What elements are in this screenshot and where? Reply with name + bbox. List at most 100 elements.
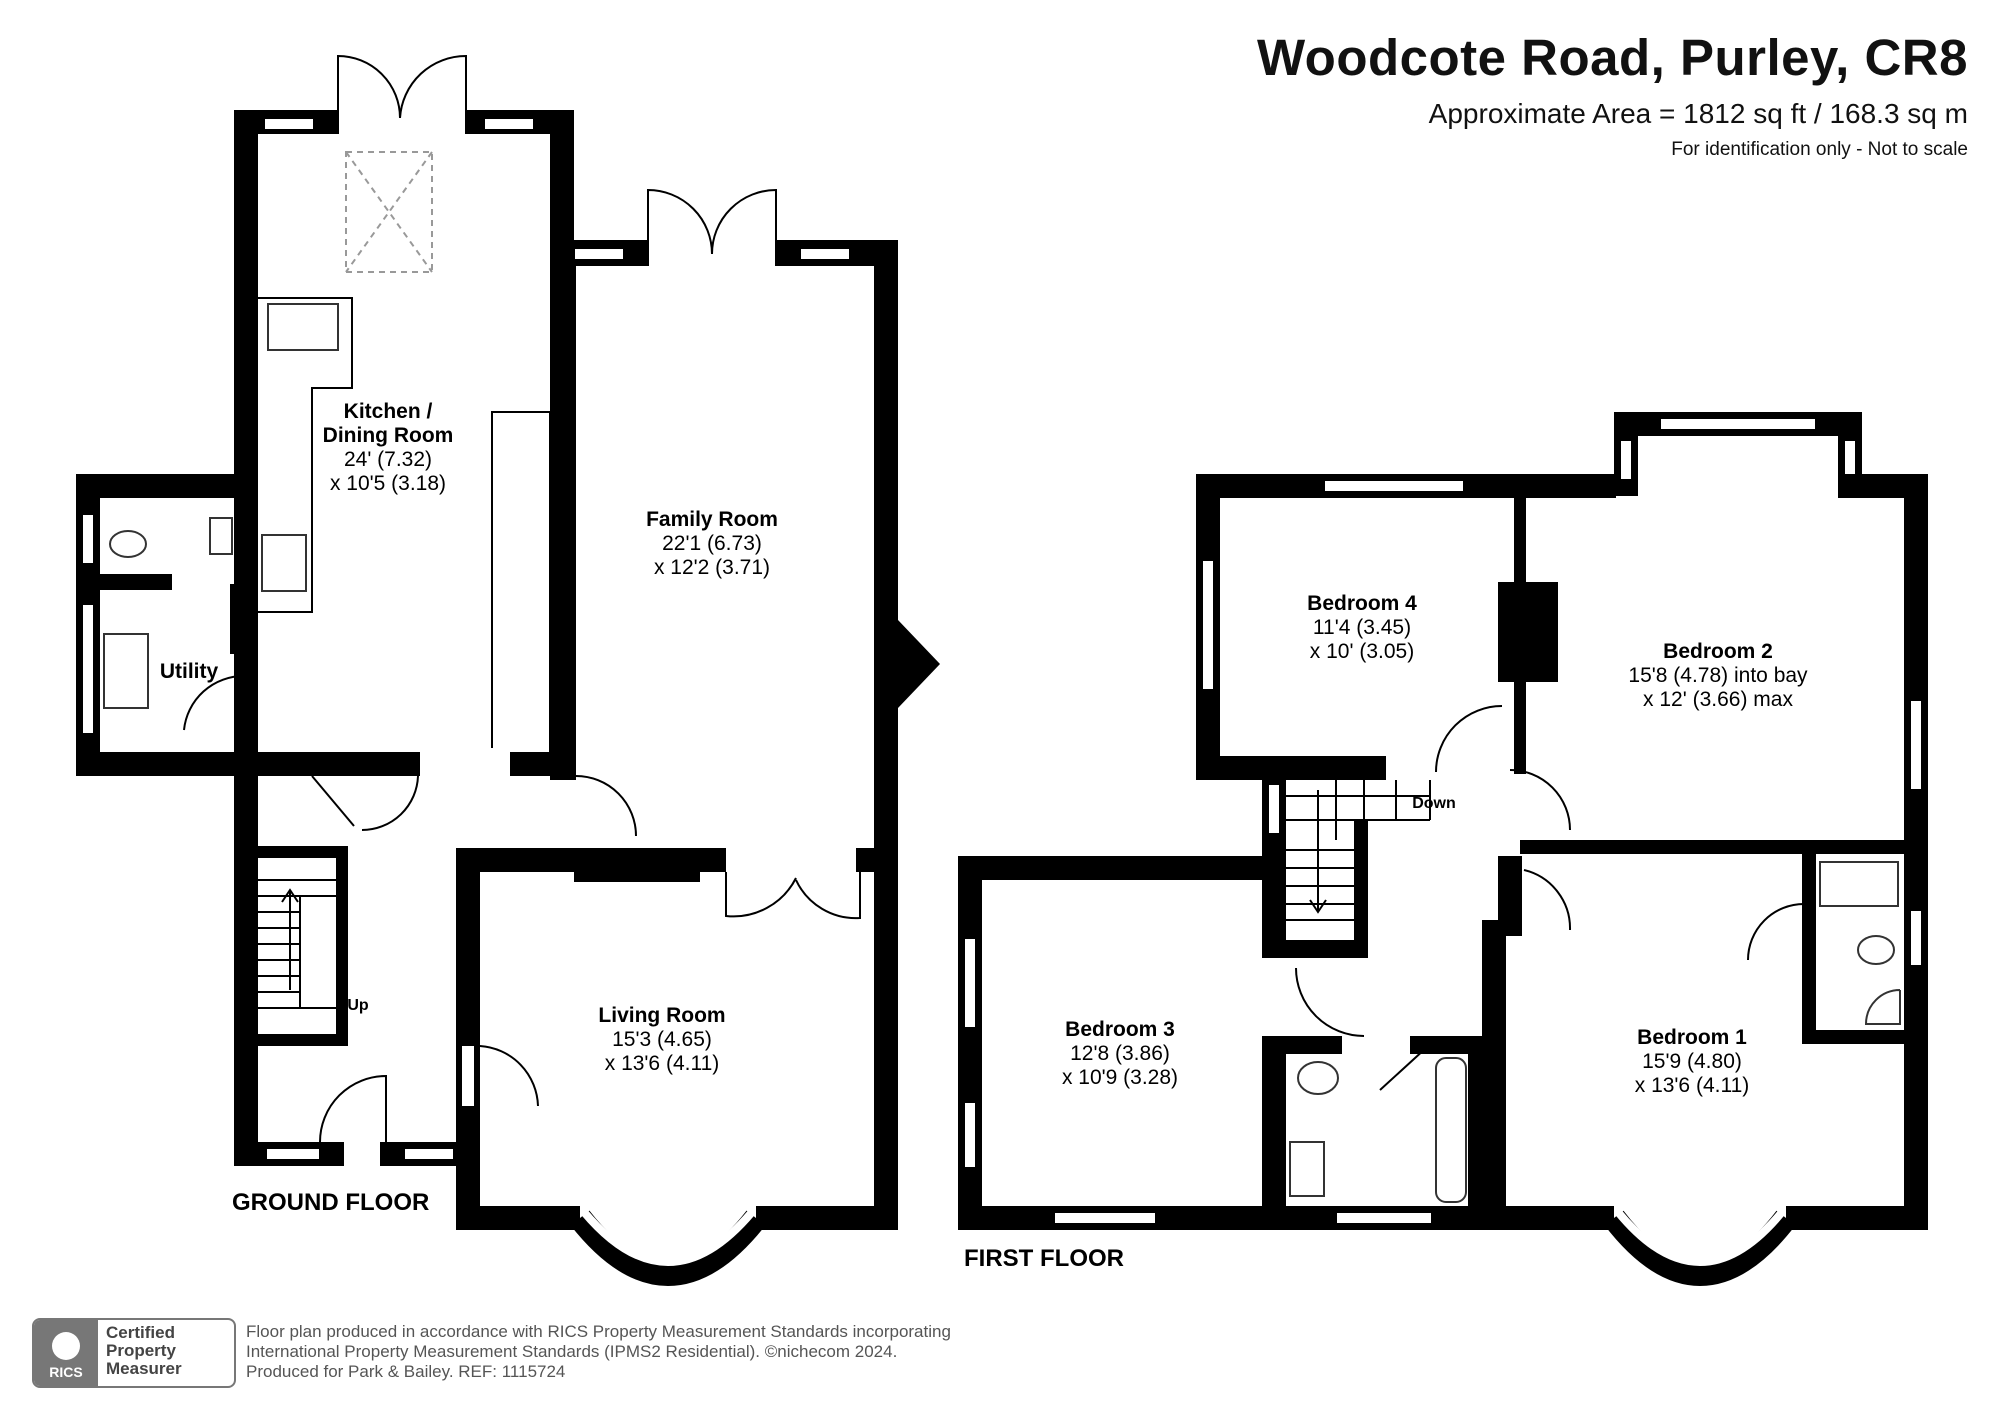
wall	[258, 846, 338, 858]
window	[799, 247, 851, 261]
door-swing	[361, 775, 419, 831]
wall	[874, 700, 898, 1230]
rics-emblem-icon	[52, 1332, 80, 1360]
toilet	[1297, 1061, 1339, 1095]
doorway	[338, 104, 466, 140]
room-name: Bedroom 3	[1065, 1018, 1175, 1041]
window	[1053, 1211, 1157, 1225]
stairs-label: Down	[1412, 795, 1456, 812]
bay-wall	[570, 1210, 766, 1286]
window	[573, 247, 625, 261]
floor-label: GROUND FLOOR	[232, 1189, 429, 1216]
identification-note: For identification only - Not to scale	[1671, 139, 1968, 160]
room-name: Bedroom 2	[1663, 640, 1773, 663]
room-dimension: x 13'6 (4.11)	[605, 1052, 720, 1075]
wall	[76, 752, 258, 776]
room-name: Bedroom 1	[1637, 1026, 1747, 1049]
property-title: Woodcote Road, Purley, CR8	[1256, 29, 1968, 86]
footer-line: Produced for Park & Bailey. REF: 1115724	[246, 1362, 566, 1381]
stairs-arrow	[281, 888, 299, 990]
toilet	[109, 530, 147, 558]
toilet	[1857, 935, 1895, 965]
footer-line: International Property Measurement Stand…	[246, 1342, 898, 1361]
wall	[756, 1206, 898, 1230]
door-swing	[1523, 869, 1572, 931]
window	[1659, 417, 1817, 431]
wall	[1786, 1206, 1928, 1230]
wall	[958, 856, 982, 1230]
sink	[267, 303, 339, 351]
stairs	[258, 879, 336, 1009]
wall	[1520, 840, 1920, 854]
window	[889, 625, 927, 701]
utility-sink	[103, 633, 149, 709]
wall	[1262, 1036, 1286, 1230]
room-name: Bedroom 4	[1307, 592, 1417, 615]
wall	[234, 110, 258, 775]
room-dimension: 22'1 (6.73)	[662, 532, 762, 555]
room-name: Dining Room	[323, 424, 454, 447]
chimney	[1498, 582, 1558, 682]
basin	[209, 517, 233, 555]
room-dimension: x 12' (3.66) max	[1643, 688, 1793, 711]
window	[265, 1147, 321, 1161]
chimney	[574, 854, 700, 882]
approximate-area: Approximate Area = 1812 sq ft / 168.3 sq…	[1428, 98, 1968, 129]
floor-label: FIRST FLOOR	[964, 1245, 1124, 1272]
roof-light	[345, 151, 433, 273]
room-dimension: 15'3 (4.65)	[612, 1028, 712, 1051]
room-dimension: 12'8 (3.86)	[1070, 1042, 1170, 1065]
room-name: Kitchen /	[344, 400, 433, 423]
room-name: Living Room	[598, 1004, 725, 1027]
worktop	[258, 297, 353, 613]
room-dimension: x 13'6 (4.11)	[1635, 1074, 1750, 1097]
wall	[234, 752, 564, 776]
doorway	[1802, 916, 1812, 986]
wall	[336, 846, 348, 1046]
stairs-arrow	[1309, 790, 1327, 914]
room-dimension: x 10'5 (3.18)	[330, 472, 446, 495]
window	[963, 1101, 977, 1169]
window	[1619, 439, 1633, 481]
wall	[1802, 1030, 1906, 1044]
roof-light	[345, 151, 433, 273]
doorway	[462, 1046, 474, 1106]
hob	[261, 534, 307, 592]
wall	[456, 848, 480, 1230]
units	[491, 411, 551, 755]
rics-badge: RICS Certified Property Measurer	[32, 1318, 236, 1388]
stairs	[1286, 780, 1431, 921]
rics-logo-text: RICS	[49, 1364, 83, 1380]
basin	[1289, 1141, 1325, 1197]
window	[1335, 1211, 1433, 1225]
wall	[1262, 940, 1354, 958]
wall	[1514, 474, 1526, 774]
room-name: Family Room	[646, 508, 778, 531]
room-name: Utility	[160, 660, 219, 683]
door-swing	[479, 1045, 539, 1107]
doorway	[420, 748, 510, 780]
room-dimension: 15'8 (4.78) into bay	[1628, 664, 1808, 687]
door-swing	[1747, 903, 1805, 961]
wall	[1354, 820, 1368, 958]
window	[1201, 559, 1215, 691]
door-swing	[1435, 705, 1503, 773]
wall	[456, 1206, 580, 1230]
badge-line: Measurer	[106, 1359, 182, 1378]
badge-line: Property	[106, 1341, 176, 1360]
french-door	[647, 188, 777, 266]
wall	[234, 775, 258, 1165]
room-dimension: x 12'2 (3.71)	[654, 556, 770, 579]
certified-text: Certified Property Measurer	[98, 1320, 234, 1386]
room-labels: Kitchen / Dining Room 24' (7.32) x 10'5 …	[160, 400, 1808, 1097]
bay-wall	[874, 620, 940, 708]
bay-window	[1614, 1209, 1786, 1266]
door-swing	[575, 775, 637, 837]
wall	[856, 848, 898, 872]
window	[483, 117, 535, 131]
wall	[258, 1034, 338, 1046]
bath	[1435, 1057, 1467, 1203]
room-dimension: 11'4 (3.45)	[1313, 616, 1411, 639]
wall	[1410, 1036, 1482, 1054]
